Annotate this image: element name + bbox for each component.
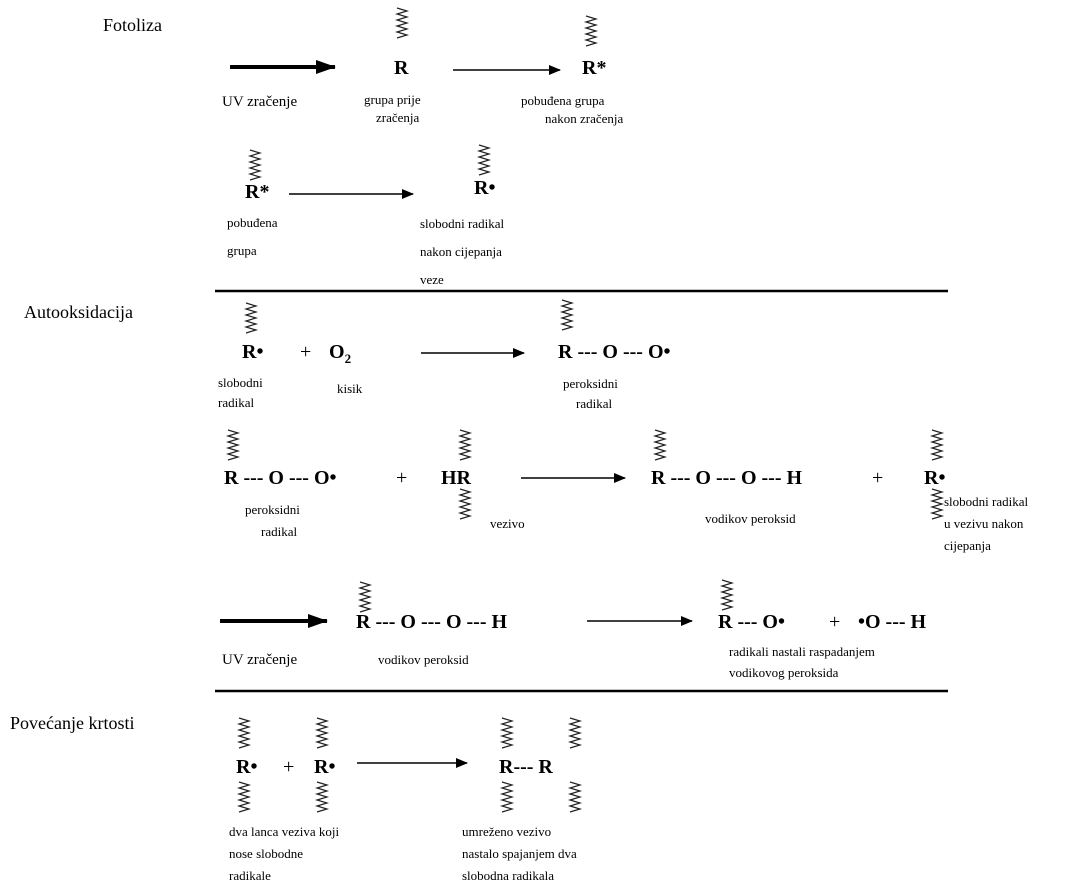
- formula-product: R --- O --- O•: [558, 341, 671, 363]
- subscript: 2: [344, 351, 352, 366]
- formula-product: •O --- H: [858, 611, 927, 633]
- uv-label: UV zračenje: [222, 652, 298, 668]
- formula-label: grupa: [227, 243, 257, 258]
- section-title-photolysis: Fotoliza: [103, 15, 162, 35]
- formula-label: u vezivu nakon: [944, 516, 1024, 531]
- formula-label: pobuđena: [227, 215, 278, 230]
- polymer-chain-icon: [243, 302, 259, 334]
- formula-label: radikal: [576, 396, 613, 411]
- formula-label: vezivo: [490, 516, 525, 531]
- formula-label: peroksidni: [563, 376, 618, 391]
- formula-label: dva lanca veziva koji: [229, 824, 340, 839]
- polymer-chain-icon: [236, 781, 252, 813]
- polymer-chain-icon: [499, 717, 515, 749]
- formula-reactant: R•: [242, 341, 264, 363]
- formula-label: kisik: [337, 381, 363, 396]
- polymer-chain-icon: [457, 429, 473, 461]
- formula-reactant: R --- O --- O•: [224, 467, 337, 489]
- formula-label: umreženo vezivo: [462, 824, 552, 839]
- formula-label: veze: [420, 272, 444, 287]
- formula-product: R*: [582, 57, 607, 79]
- polymer-chain-icon: [567, 781, 583, 813]
- polymer-chain-icon: [719, 579, 735, 611]
- formula-reactant: HR: [441, 467, 471, 489]
- formula-label: vodikov peroksid: [378, 652, 469, 667]
- formula-product: R•: [474, 177, 496, 199]
- formula-label: slobodni radikal: [944, 494, 1029, 509]
- polymer-chain-icon: [929, 488, 945, 520]
- polymer-chain-icon: [652, 429, 668, 461]
- formula-reactant: R*: [245, 181, 270, 203]
- polymer-chain-icon: [929, 429, 945, 461]
- formula-product: R•: [924, 467, 946, 489]
- polymer-chain-icon: [247, 149, 263, 181]
- formula-label: cijepanja: [944, 538, 991, 553]
- polymer-chain-icon: [559, 299, 575, 331]
- polymer-chain-icon: [476, 144, 492, 176]
- formula-label: slobodni: [218, 375, 263, 390]
- formula-label: vodikovog peroksida: [729, 665, 839, 680]
- plus-sign: +: [396, 467, 408, 489]
- formula-label: slobodna radikala: [462, 868, 555, 883]
- formula-reactant: R --- O --- O --- H: [356, 611, 508, 633]
- formula-label: grupa prije: [364, 92, 421, 107]
- plus-sign: +: [300, 341, 312, 363]
- plus-sign: +: [872, 467, 884, 489]
- formula-label: nakon cijepanja: [420, 244, 502, 259]
- formula-reactant: O2: [329, 341, 352, 366]
- formula-label: vodikov peroksid: [705, 511, 796, 526]
- formula-label: pobuđena grupa: [521, 93, 605, 108]
- section-title-autoxidation: Autooksidacija: [24, 302, 133, 322]
- formula-label: radikal: [218, 395, 255, 410]
- polymer-chain-icon: [314, 781, 330, 813]
- formula-label: nakon zračenja: [545, 111, 624, 126]
- formula-label: peroksidni: [245, 502, 300, 517]
- formula-label: nose slobodne: [229, 846, 304, 861]
- section-title-brittleness: Povećanje krtosti: [10, 713, 135, 733]
- formula-product: R --- O•: [718, 611, 785, 633]
- polymer-chain-icon: [499, 781, 515, 813]
- polymer-chain-icon: [457, 488, 473, 520]
- formula-product: R --- O --- O --- H: [651, 467, 803, 489]
- polymer-chain-icon: [357, 581, 373, 613]
- polymer-chain-icon: [583, 15, 599, 47]
- formula-reactant: R•: [314, 756, 336, 778]
- plus-sign: +: [283, 756, 295, 778]
- formula-label: nastalo spajanjem dva: [462, 846, 577, 861]
- polymer-chain-icon: [236, 717, 252, 749]
- polymer-chain-icon: [225, 429, 241, 461]
- formula-label: radikale: [229, 868, 271, 883]
- polymer-chain-icon: [567, 717, 583, 749]
- polymer-chain-icon: [394, 7, 410, 39]
- plus-sign: +: [829, 611, 841, 633]
- formula-label: slobodni radikal: [420, 216, 505, 231]
- formula-reactant: R: [394, 57, 409, 79]
- formula-product: R--- R: [499, 756, 553, 778]
- uv-label: UV zračenje: [222, 94, 298, 110]
- formula-label: zračenja: [376, 110, 420, 125]
- polymer-chain-icon: [314, 717, 330, 749]
- formula-label: radikali nastali raspadanjem: [729, 644, 875, 659]
- formula-label: radikal: [261, 524, 298, 539]
- formula-reactant: R•: [236, 756, 258, 778]
